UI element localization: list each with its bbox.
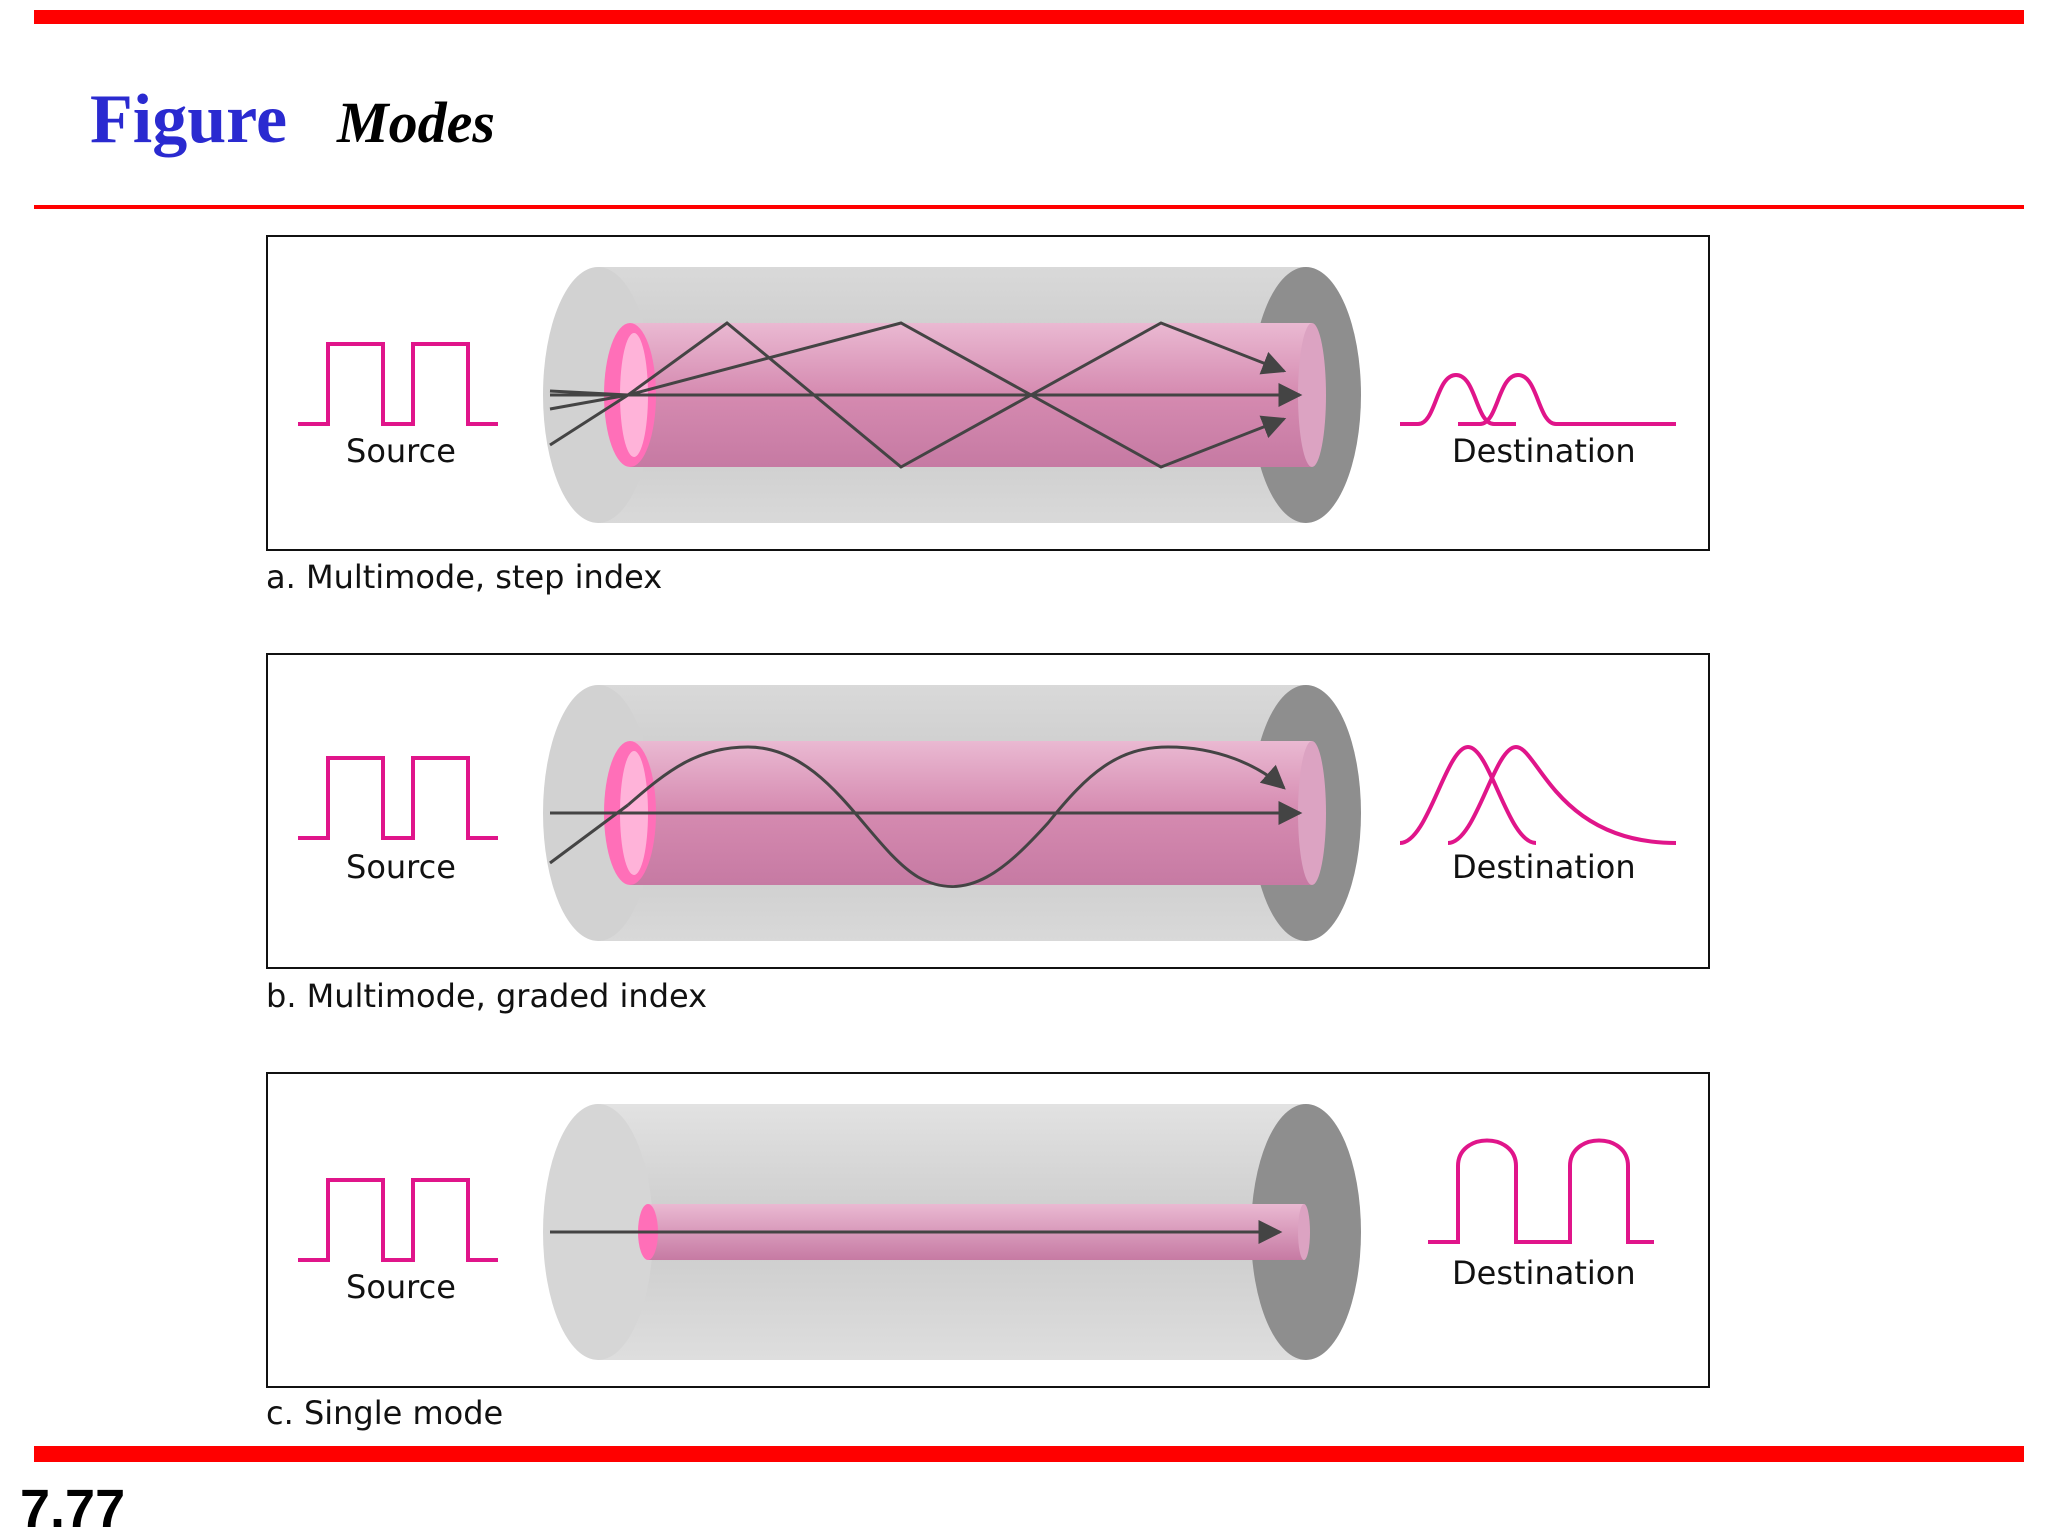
light-rays bbox=[549, 745, 1303, 888]
source-signal bbox=[298, 342, 498, 426]
destination-signal bbox=[1400, 372, 1676, 426]
source-label: Source bbox=[346, 1268, 456, 1306]
source-label: Source bbox=[346, 848, 456, 886]
fiber-diagram-single-mode bbox=[298, 1104, 1654, 1360]
bottom-red-bar bbox=[34, 1446, 2024, 1462]
destination-label: Destination bbox=[1452, 848, 1636, 886]
panel-multimode-step-index: Source Destination bbox=[266, 235, 1710, 551]
panel-caption: c. Single mode bbox=[266, 1394, 504, 1432]
destination-signal bbox=[1399, 744, 1677, 845]
fiber-diagram-step-index bbox=[298, 267, 1676, 523]
page-number: 7.77 bbox=[20, 1479, 126, 1536]
title-word: Figure bbox=[90, 81, 288, 158]
panel-caption: a. Multimode, step index bbox=[266, 558, 663, 596]
title-underline bbox=[34, 205, 2024, 209]
destination-signal bbox=[1428, 1138, 1654, 1244]
top-red-bar bbox=[34, 10, 2024, 24]
light-rays bbox=[549, 321, 1303, 469]
source-signal bbox=[298, 1178, 498, 1262]
slide-title: Figure Modes bbox=[90, 80, 495, 160]
panel-multimode-graded-index: Source Destination bbox=[266, 653, 1710, 969]
panel-caption: b. Multimode, graded index bbox=[266, 977, 708, 1015]
fiber-diagram-graded-index bbox=[298, 685, 1677, 941]
source-label: Source bbox=[346, 432, 456, 470]
destination-label: Destination bbox=[1452, 432, 1636, 470]
title-subject: Modes bbox=[337, 90, 495, 155]
source-signal bbox=[298, 756, 498, 840]
destination-label: Destination bbox=[1452, 1254, 1636, 1292]
panel-single-mode: Source Destination bbox=[266, 1072, 1710, 1388]
